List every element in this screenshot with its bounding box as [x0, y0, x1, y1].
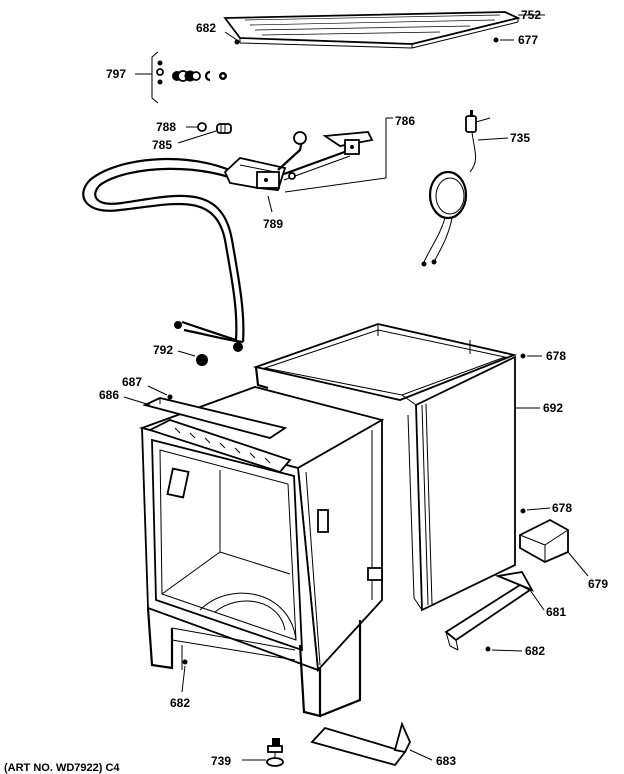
part-735-power-cord	[421, 110, 509, 267]
part-683-bracket	[310, 721, 433, 767]
label-785: 785	[152, 138, 172, 152]
leader-786	[284, 118, 387, 193]
part-785-fitting	[177, 123, 232, 144]
label-692: 692	[543, 401, 563, 415]
screw-682-top	[234, 39, 240, 45]
leader-789	[267, 195, 273, 213]
part-692-side-panel	[252, 323, 540, 612]
art-number: (ART NO. WD7922) C4	[4, 762, 120, 774]
part-679-block	[519, 518, 589, 577]
label-682-bottom: 682	[170, 696, 190, 710]
label-735: 735	[510, 131, 530, 145]
screw-678-top	[520, 353, 526, 359]
label-677: 677	[518, 33, 538, 47]
label-683: 683	[436, 754, 456, 768]
label-788: 788	[156, 120, 176, 134]
screw-687	[167, 394, 173, 400]
label-789: 789	[263, 217, 283, 231]
screw-682-right	[485, 646, 491, 652]
screw-682-bottom	[182, 659, 188, 665]
part-789-fill-valve-hose	[82, 131, 374, 352]
screw-677	[493, 37, 499, 43]
part-788-ring	[197, 122, 207, 132]
label-786: 786	[395, 114, 415, 128]
part-681-bracket	[444, 571, 545, 651]
label-682-right: 682	[525, 644, 545, 658]
label-792: 792	[153, 343, 173, 357]
label-797: 797	[106, 67, 126, 81]
part-739-leveling-foot	[242, 738, 284, 767]
label-679: 679	[588, 577, 608, 591]
part-686-strip	[123, 396, 288, 439]
part-797-valve-parts	[135, 51, 227, 104]
label-686: 686	[99, 388, 119, 402]
label-681: 681	[546, 605, 566, 619]
part-792-plug	[196, 354, 208, 366]
screw-678-mid	[520, 508, 526, 514]
label-687: 687	[122, 375, 142, 389]
label-739: 739	[211, 754, 231, 768]
label-678-mid: 678	[552, 501, 572, 515]
label-678-top: 678	[546, 349, 566, 363]
label-752: 752	[521, 8, 541, 22]
label-682-top: 682	[196, 21, 216, 35]
part-752-top-panel	[223, 11, 545, 49]
